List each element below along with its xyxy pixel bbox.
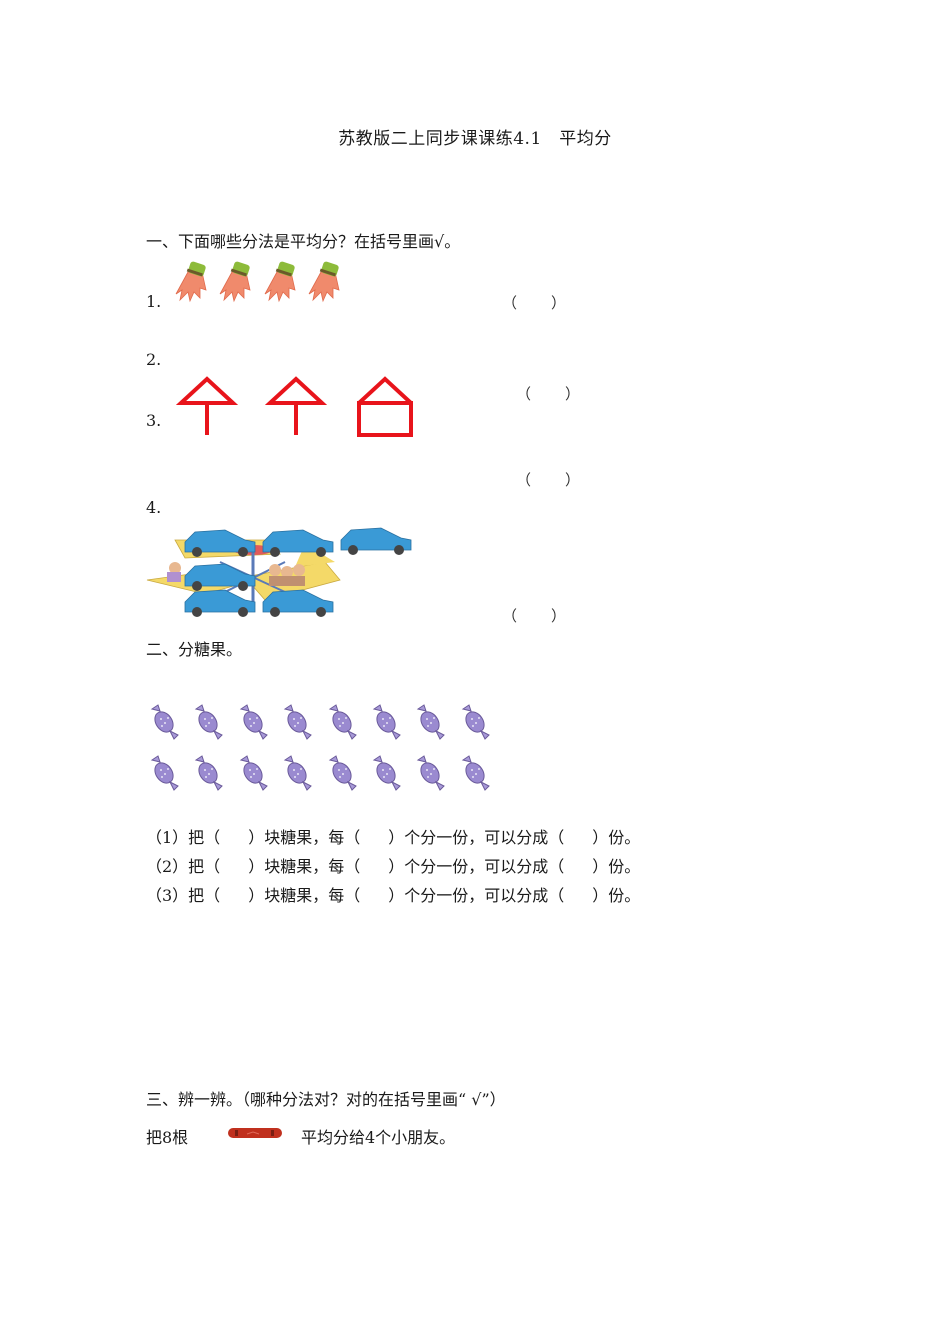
fill-line-3: （3）把（）块糖果，每（）个分一份，可以分成（）份。 <box>146 886 641 905</box>
item-3-number: 3. <box>146 411 162 430</box>
car-icon <box>340 527 412 555</box>
document-title: 苏教版二上同步课课练4.1 平均分 <box>338 129 612 149</box>
answer-parens-3[interactable]: （） <box>516 471 581 489</box>
carrot-icon <box>264 261 296 303</box>
car-icon <box>184 529 256 557</box>
car-icon <box>184 589 256 617</box>
car-icon <box>184 563 256 591</box>
item-1-number: 1. <box>146 292 162 311</box>
carrot-icon <box>219 261 251 303</box>
answer-parens-2[interactable]: （） <box>516 385 581 403</box>
fill-line-2: （2）把（）块糖果，每（）个分一份，可以分成（）份。 <box>146 857 641 876</box>
section-3-prompt-before: 把8根 <box>146 1128 189 1147</box>
carousel-cars-picture <box>146 527 412 617</box>
fill-line-1: （1）把（）块糖果，每（）个分一份，可以分成（）份。 <box>146 828 641 847</box>
answer-parens-1[interactable]: （） <box>502 294 567 312</box>
section-1-heading: 一、下面哪些分法是平均分？在括号里画√。 <box>146 232 461 251</box>
carrot-icon <box>175 261 207 303</box>
section-2-heading: 二、分糖果。 <box>146 640 243 659</box>
sausage-icon <box>228 1128 282 1138</box>
car-icon <box>262 529 334 557</box>
answer-parens-4[interactable]: （） <box>502 607 567 625</box>
carrot-icon <box>308 261 340 303</box>
car-icon <box>262 589 334 617</box>
red-line-figures <box>175 376 413 437</box>
section-3-heading: 三、辨一辨。（哪种分法对？对的在括号里画“ √”） <box>146 1090 506 1109</box>
section-3-prompt-after: 平均分给4个小朋友。 <box>301 1128 456 1147</box>
item-2-number: 2. <box>146 350 162 369</box>
item-4-number: 4. <box>146 498 162 517</box>
